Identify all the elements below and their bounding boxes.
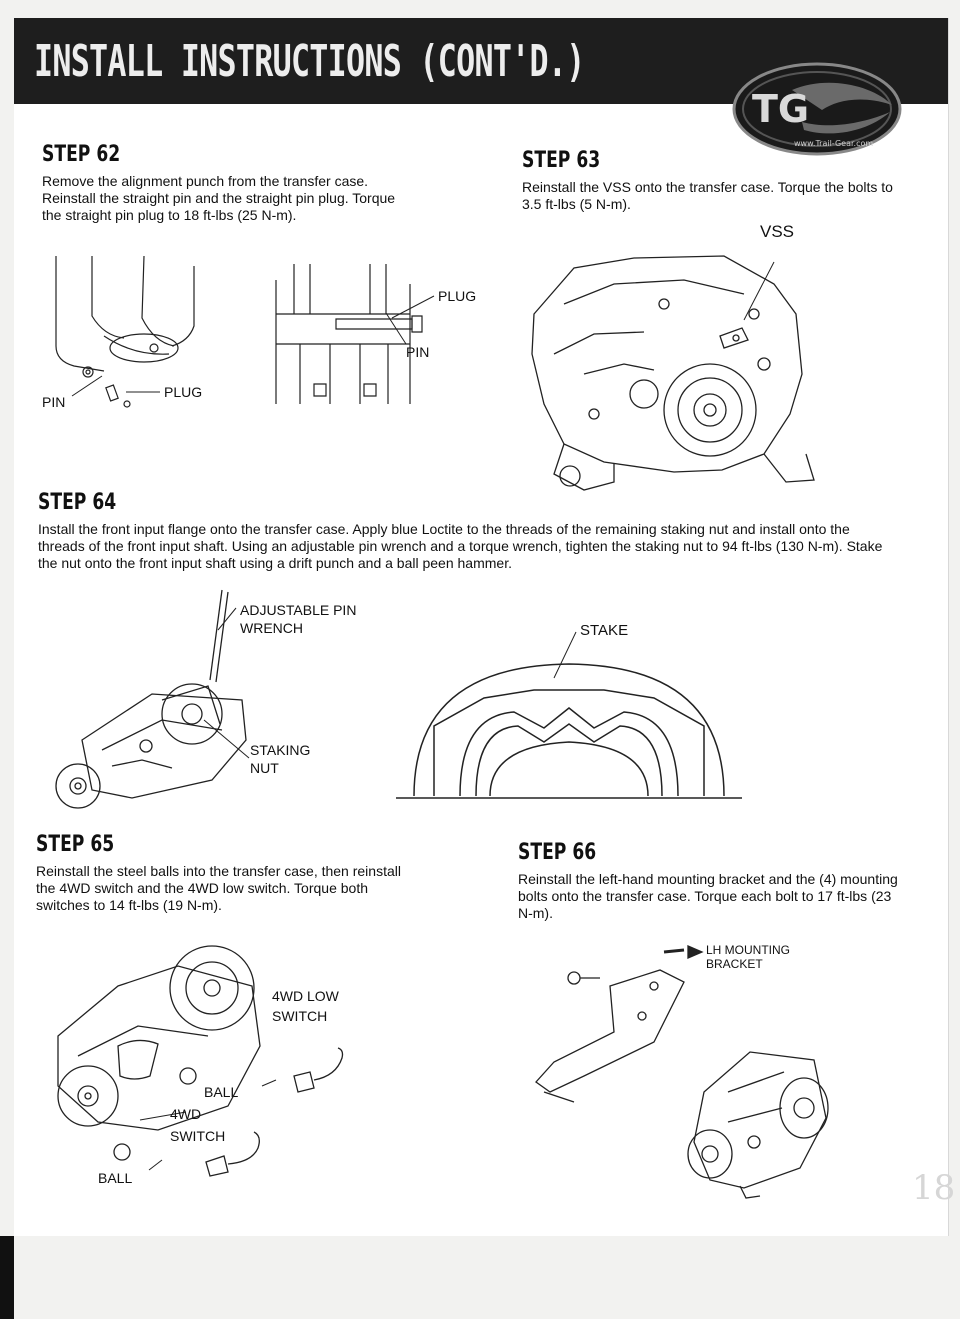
step-62-label-pin-right: PIN bbox=[406, 344, 430, 360]
step-64-label-stake: STAKE bbox=[580, 622, 629, 639]
step-65-label-ball-lower: BALL bbox=[98, 1170, 133, 1186]
step-65-label-4wd-low-1: 4WD LOW bbox=[272, 988, 339, 1004]
step-63-transfer-case-figure bbox=[524, 244, 824, 506]
step-65-label-4wd-2: SWITCH bbox=[170, 1128, 226, 1144]
step-66-label-bracket-2: BRACKET bbox=[706, 957, 763, 971]
page-number-bleed: 18 bbox=[912, 1168, 956, 1208]
step-64-label-nut-1: STAKING bbox=[250, 742, 311, 758]
scan-edge-bar bbox=[0, 1236, 14, 1319]
logo-text: TG bbox=[752, 87, 809, 131]
step-63-title: STEP 63 bbox=[522, 148, 601, 173]
step-65-label-4wd-low-2: SWITCH bbox=[272, 1008, 328, 1024]
step-63: STEP 63 Reinstall the VSS onto the trans… bbox=[522, 148, 902, 213]
step-64-label-wrench-1: ADJUSTABLE PIN bbox=[240, 602, 357, 618]
step-66-body: Reinstall the left-hand mounting bracket… bbox=[518, 871, 898, 921]
logo-url: www.Trail-Gear.com bbox=[794, 139, 873, 148]
step-65-title: STEP 65 bbox=[36, 832, 115, 857]
step-62: STEP 62 Remove the alignment punch from … bbox=[42, 142, 402, 224]
step-66: STEP 66 Reinstall the left-hand mounting… bbox=[518, 840, 898, 922]
step-62-pin-figure-right bbox=[270, 254, 430, 414]
step-62-pin-figure-left bbox=[44, 246, 214, 406]
trail-gear-logo: TG www.Trail-Gear.com bbox=[732, 62, 902, 156]
step-64: STEP 64 Install the front input flange o… bbox=[38, 490, 898, 572]
step-63-body: Reinstall the VSS onto the transfer case… bbox=[522, 179, 893, 212]
step-64-label-nut-2: NUT bbox=[250, 760, 279, 776]
step-62-label-plug: PLUG bbox=[164, 384, 203, 400]
step-62-body: Remove the alignment punch from the tran… bbox=[42, 173, 396, 223]
page-title: INSTALL INSTRUCTIONS (CONT'D.) bbox=[34, 36, 585, 87]
header-band: INSTALL INSTRUCTIONS (CONT'D.) bbox=[14, 18, 948, 104]
step-66-label-bracket-1: LH MOUNTING bbox=[706, 943, 790, 957]
step-64-stake-cross-section bbox=[394, 646, 744, 806]
step-65-switch-figure bbox=[38, 926, 358, 1176]
step-65-body: Reinstall the steel balls into the trans… bbox=[36, 863, 401, 913]
step-62-title: STEP 62 bbox=[42, 142, 121, 167]
step-65: STEP 65 Reinstall the steel balls into t… bbox=[36, 832, 416, 914]
step-66-title: STEP 66 bbox=[518, 840, 597, 865]
step-64-label-wrench-2: WRENCH bbox=[240, 620, 303, 636]
step-66-bracket-figure bbox=[514, 942, 834, 1202]
step-62-label-plug-right: PLUG bbox=[438, 288, 477, 304]
step-64-title: STEP 64 bbox=[38, 490, 117, 515]
step-63-label-vss: VSS bbox=[760, 222, 795, 241]
instruction-page: INSTALL INSTRUCTIONS (CONT'D.) TG www.Tr… bbox=[14, 18, 955, 1236]
step-62-label-pin: PIN bbox=[42, 394, 66, 410]
step-65-label-ball-upper: BALL bbox=[204, 1084, 239, 1100]
step-64-wrench-figure bbox=[42, 590, 252, 812]
step-64-body: Install the front input flange onto the … bbox=[38, 521, 883, 571]
